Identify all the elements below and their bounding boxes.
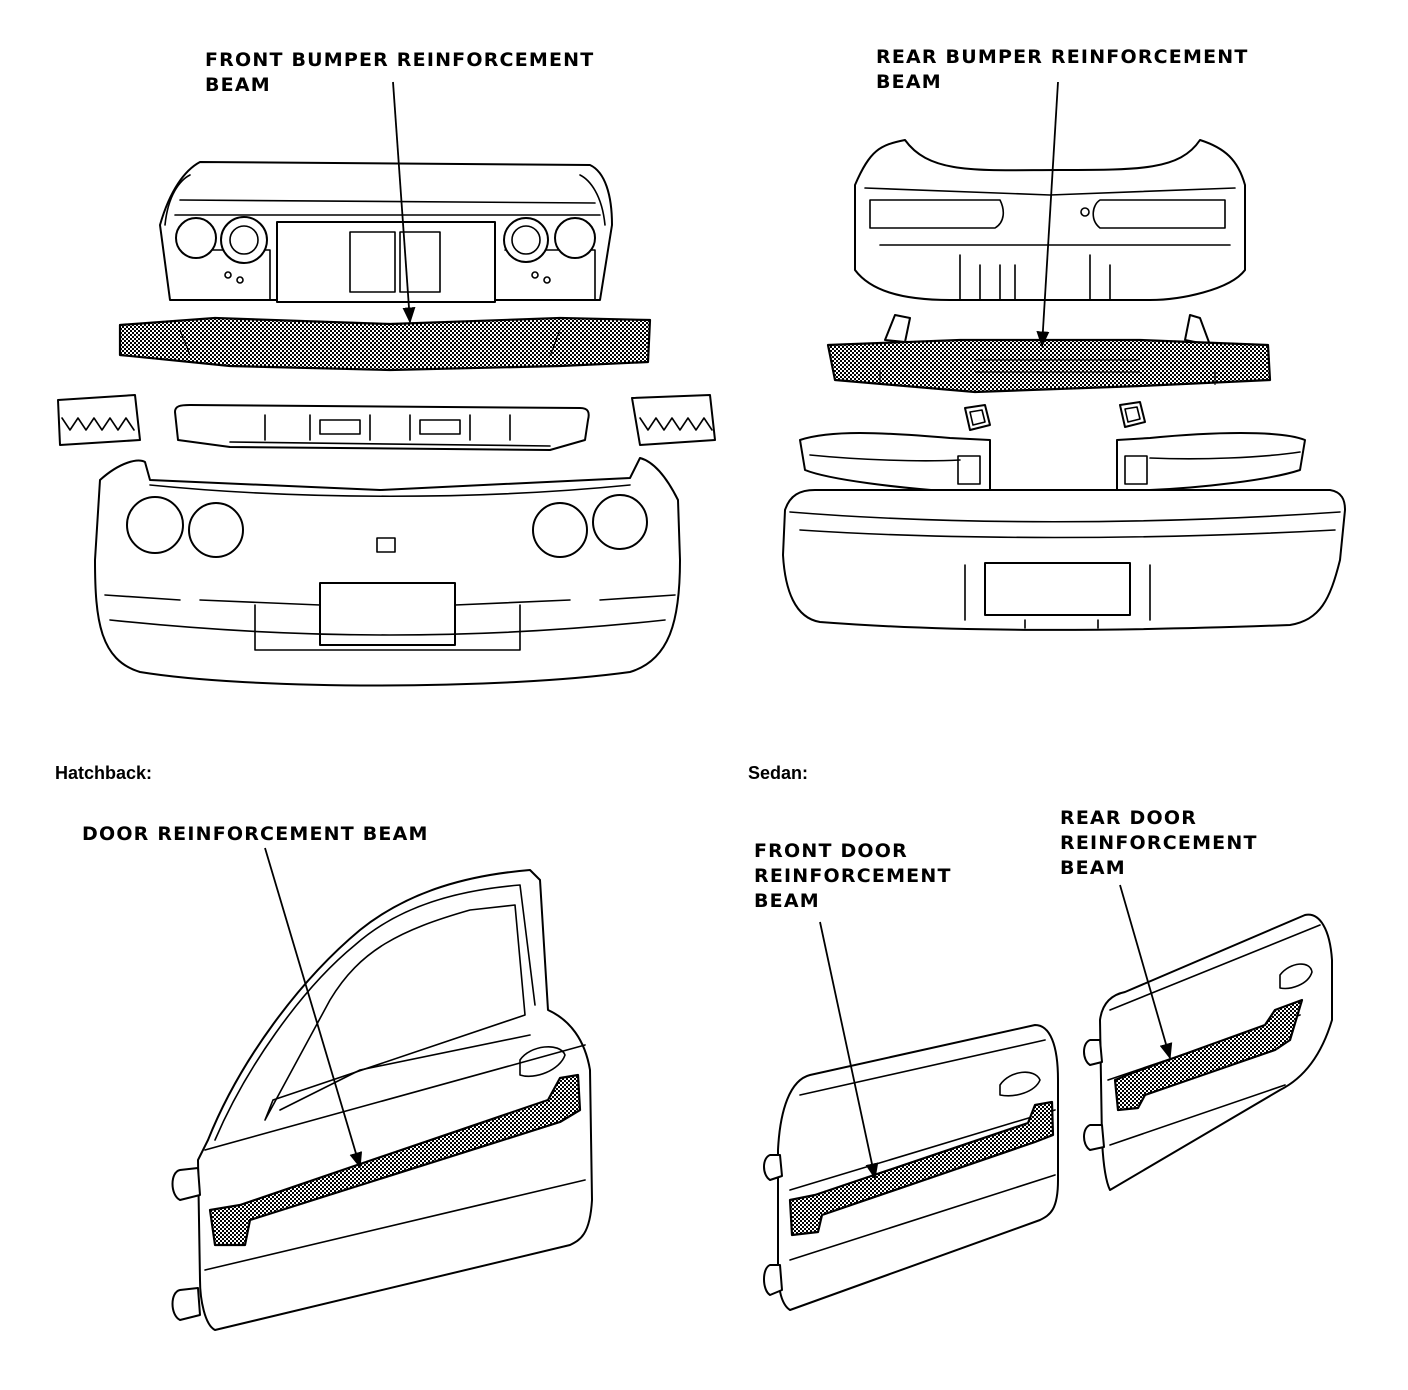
sedan-section-heading: Sedan:: [748, 763, 809, 783]
sedan-rear-door-reinforcement-beam: [1113, 998, 1304, 1112]
rear-bumper-stays: [964, 401, 1146, 431]
front-bumper-leader-arrow: [392, 81, 416, 324]
sedan-front-door-beam-label: FRONT DOOR REINFORCEMENT BEAM: [754, 840, 952, 912]
rear-bumper-beam-label: REAR BUMPER REINFORCEMENT BEAM: [876, 46, 1249, 93]
front-energy-absorber: [174, 404, 590, 451]
sedan-rear-door-beam-label: REAR DOOR REINFORCEMENT BEAM: [1060, 807, 1258, 879]
rear-energy-absorbers: [799, 432, 1306, 493]
sedan-front-door: [763, 921, 1059, 1311]
rear-bumper-cover: [782, 489, 1346, 631]
rear-beam-right-mount: [1184, 314, 1211, 346]
hatchback-door-reinforcement-beam: [208, 1073, 582, 1247]
hatchback-door-beam-label: DOOR REINFORCEMENT BEAM: [82, 823, 429, 845]
front-bumper-beam-label: FRONT BUMPER REINFORCEMENT BEAM: [205, 49, 595, 96]
front-bumper-reinforcement-beam: [118, 316, 652, 372]
hatchback-section-heading: Hatchback:: [55, 763, 153, 783]
rear-beam-left-mount: [884, 314, 911, 343]
rear-bumper-assembly: [782, 81, 1346, 631]
sedan-rear-door-leader-arrow: [1119, 884, 1173, 1060]
front-bumper-cover: [94, 457, 681, 687]
front-bumper-side-brackets: [57, 394, 716, 446]
front-body-structure: [159, 161, 613, 303]
hatchback-door: [171, 847, 593, 1331]
rear-bumper-leader-arrow: [1036, 81, 1059, 348]
hatchback-door-leader-arrow: [264, 847, 363, 1169]
sedan-front-door-leader-arrow: [819, 921, 879, 1180]
front-bumper-assembly: [57, 81, 716, 687]
sedan-rear-door: [1083, 884, 1333, 1191]
sedan-front-door-reinforcement-beam: [788, 1100, 1055, 1237]
rear-bumper-reinforcement-beam: [826, 338, 1272, 394]
